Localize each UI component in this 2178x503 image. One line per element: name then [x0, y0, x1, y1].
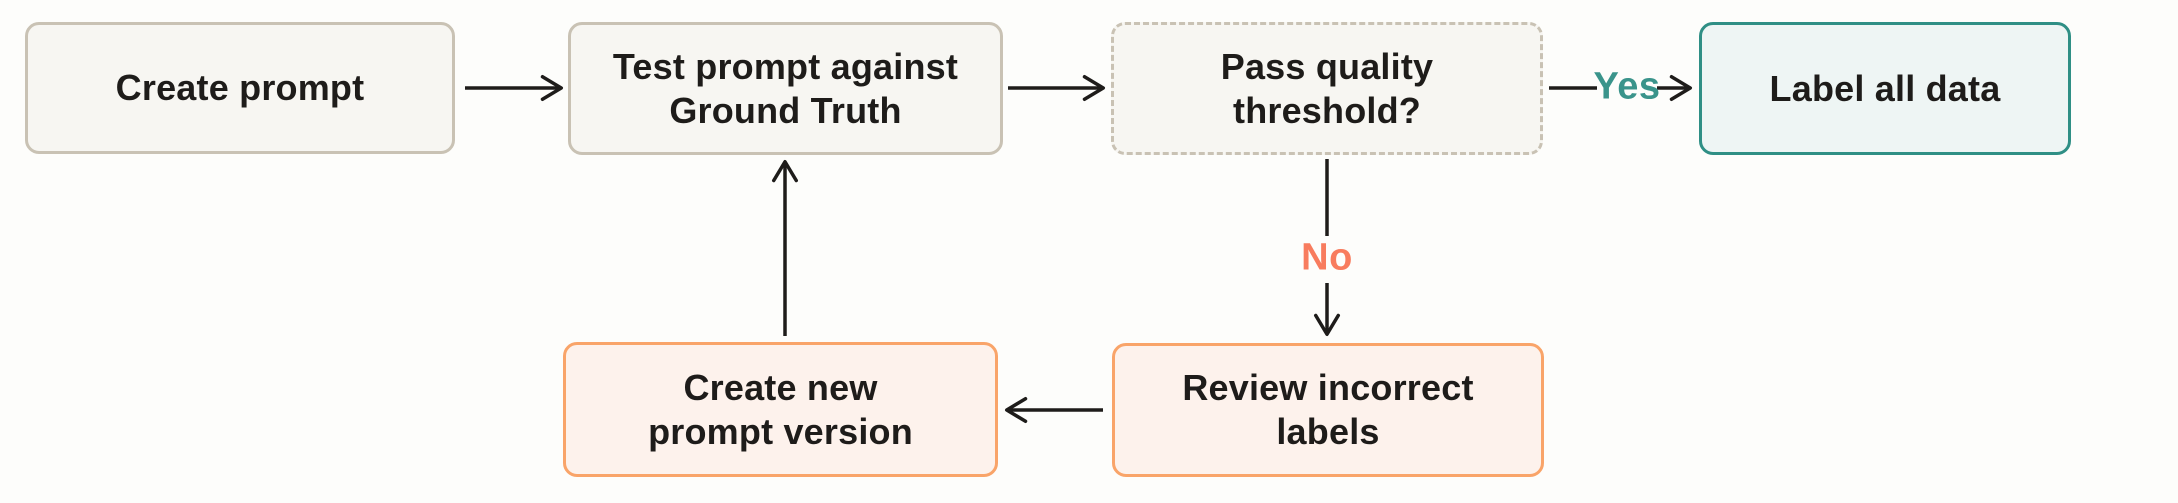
node-new-prompt: Create new prompt version	[563, 342, 998, 477]
edge-label-no: No	[1301, 236, 1353, 279]
node-label-all-data: Label all data	[1699, 22, 2071, 155]
node-review-labels: Review incorrect labels	[1112, 343, 1544, 477]
node-label: Create new prompt version	[648, 366, 913, 452]
node-create-prompt: Create prompt	[25, 22, 455, 154]
node-label: Label all data	[1769, 67, 2001, 109]
node-label: Review incorrect labels	[1182, 367, 1474, 452]
node-label: Create prompt	[115, 67, 365, 109]
node-label: Pass quality threshold?	[1220, 45, 1434, 131]
edge-label-yes: Yes	[1593, 65, 1661, 108]
node-pass-threshold: Pass quality threshold?	[1111, 22, 1543, 155]
node-test-prompt: Test prompt against Ground Truth	[568, 22, 1003, 155]
node-label: Test prompt against Ground Truth	[612, 45, 959, 131]
